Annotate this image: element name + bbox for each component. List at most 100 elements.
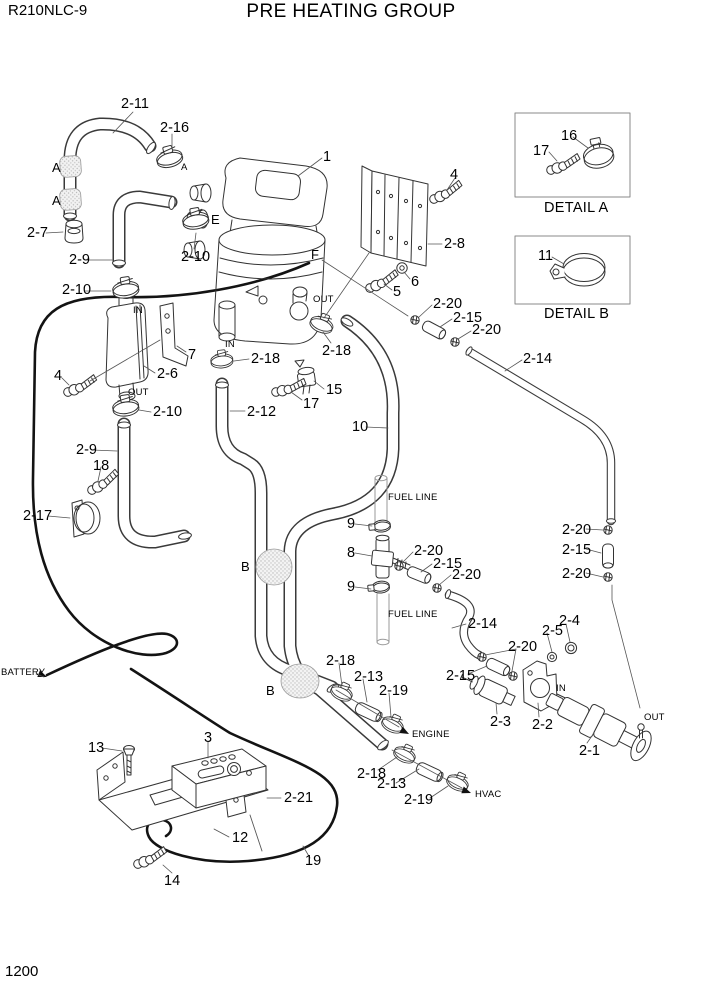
- nut-2-4: [564, 641, 578, 655]
- part-callout: 2-15: [562, 542, 592, 558]
- detail-b-caption: DETAIL B: [544, 306, 610, 322]
- part-callout: 2-18: [322, 343, 352, 359]
- part-callout: 2-16: [160, 120, 190, 136]
- part-callout: 4: [450, 167, 459, 183]
- part-callout: 2-6: [157, 366, 178, 382]
- part-callout: 18: [93, 458, 110, 474]
- clamp-2-20-1: [410, 315, 420, 325]
- washer-6: [396, 262, 408, 274]
- fuel-hoses: [444, 346, 617, 660]
- part-callout: 2-15: [453, 310, 483, 326]
- clamp-2-18-b: [307, 309, 338, 337]
- stub-hoses-2-13: [354, 702, 444, 783]
- bolt-4-left: [60, 373, 100, 399]
- view-marker: A: [52, 160, 61, 175]
- tube-2-15-1: [420, 319, 448, 342]
- part-callout: 2-10: [62, 282, 92, 298]
- detail-a-caption: DETAIL A: [544, 200, 609, 216]
- part-callout: 2-9: [69, 252, 90, 268]
- part-callout: 7: [188, 347, 197, 363]
- part-callout: 10: [352, 419, 369, 435]
- model-code: R210NLC-9: [8, 2, 88, 19]
- controller-box: [171, 748, 267, 809]
- page-title: PRE HEATING GROUP: [246, 1, 456, 22]
- part-callout: 2-3: [490, 714, 511, 730]
- part-callout: 2-11: [121, 96, 149, 112]
- bolt-4-right: [426, 179, 466, 206]
- part-callout: 16: [561, 128, 578, 144]
- part-callout: 19: [305, 853, 322, 869]
- part-callout: 9: [347, 516, 356, 532]
- detail-b-box: [514, 235, 631, 305]
- part-callout: 2-21: [284, 790, 314, 806]
- clamp-2-20-5: [603, 525, 613, 535]
- detail-a-bolt-17: [544, 152, 583, 177]
- part-callout: 2-20: [508, 639, 538, 655]
- part-callout: 2-19: [379, 683, 409, 699]
- bolt-17: [269, 377, 308, 399]
- tube-2-15-3: [602, 543, 614, 569]
- clamp-9-bottom: [366, 579, 391, 595]
- clamp-2-20-6: [603, 572, 613, 582]
- part-callout: 8: [347, 545, 356, 561]
- part-callout: 3: [204, 730, 213, 746]
- controller-wire: [249, 814, 263, 852]
- diagram-annotation: A: [181, 162, 188, 173]
- part-callout: 2-8: [444, 236, 465, 252]
- detail-a-clamp-16: [582, 137, 615, 169]
- part-callout: 2-18: [251, 351, 281, 367]
- part-callout: 13: [88, 740, 105, 756]
- part-callout: 2-15: [433, 556, 463, 572]
- part-callout: 2-18: [357, 766, 387, 782]
- clamp-2-20-8: [508, 671, 518, 681]
- part-callout: 2-19: [404, 792, 434, 808]
- screw-13: [123, 745, 135, 776]
- part-callout: 14: [164, 873, 181, 889]
- part-callout: 2-18: [326, 653, 356, 669]
- part-callout: 2-7: [27, 225, 48, 241]
- pump-out-fitting: [637, 723, 645, 739]
- part-callout: 2-20: [562, 522, 592, 538]
- clamp-2-18-a: [209, 348, 235, 370]
- diagram-annotation: OUT: [128, 387, 149, 398]
- part-callout: 2-14: [523, 351, 553, 367]
- part-callout: 4: [54, 368, 63, 384]
- part-callout: 17: [533, 143, 550, 159]
- diagram-annotation: IN: [556, 683, 566, 694]
- part-callout: 2-5: [542, 623, 563, 639]
- part-callout: 2-15: [446, 668, 476, 684]
- part-callout: 2-13: [377, 776, 407, 792]
- clamp-2-19-hvac: [444, 768, 473, 795]
- part-callout: 5: [393, 284, 402, 300]
- part-callout: 2-4: [559, 613, 580, 629]
- clamp-2-16: [153, 142, 185, 171]
- part-callout: 2-14: [468, 616, 498, 632]
- fuel-pump-2-1: [545, 693, 652, 762]
- connector-2-7: [64, 219, 84, 244]
- bolt-14: [130, 845, 170, 871]
- detail-b-clamp-11: [549, 253, 606, 287]
- diagram-annotation: OUT: [313, 294, 334, 305]
- part-callout: 6: [411, 274, 420, 290]
- part-callout: 11: [538, 248, 554, 264]
- glow-plug-2-3: [459, 674, 516, 706]
- diagram-annotation: FUEL LINE: [388, 609, 438, 620]
- tee-fitting: [370, 534, 411, 579]
- washer-2-5: [546, 651, 558, 663]
- view-marker: F: [311, 247, 319, 262]
- part-callout: 2-10: [181, 249, 211, 265]
- diagram-annotation: HVAC: [475, 789, 502, 800]
- leader-lines: [35, 111, 641, 874]
- view-marker: E: [211, 212, 220, 227]
- part-callout: 17: [303, 396, 320, 412]
- part-callout: 2-17: [23, 508, 53, 524]
- part-callout: 15: [326, 382, 343, 398]
- part-callout: 2-9: [76, 442, 97, 458]
- part-callout: 9: [347, 579, 356, 595]
- diagram-annotation: FUEL LINE: [388, 492, 438, 503]
- part-callout: 2-20: [452, 567, 482, 583]
- diagram-annotation: OUT: [644, 712, 665, 723]
- diagram-annotation: IN: [225, 339, 235, 350]
